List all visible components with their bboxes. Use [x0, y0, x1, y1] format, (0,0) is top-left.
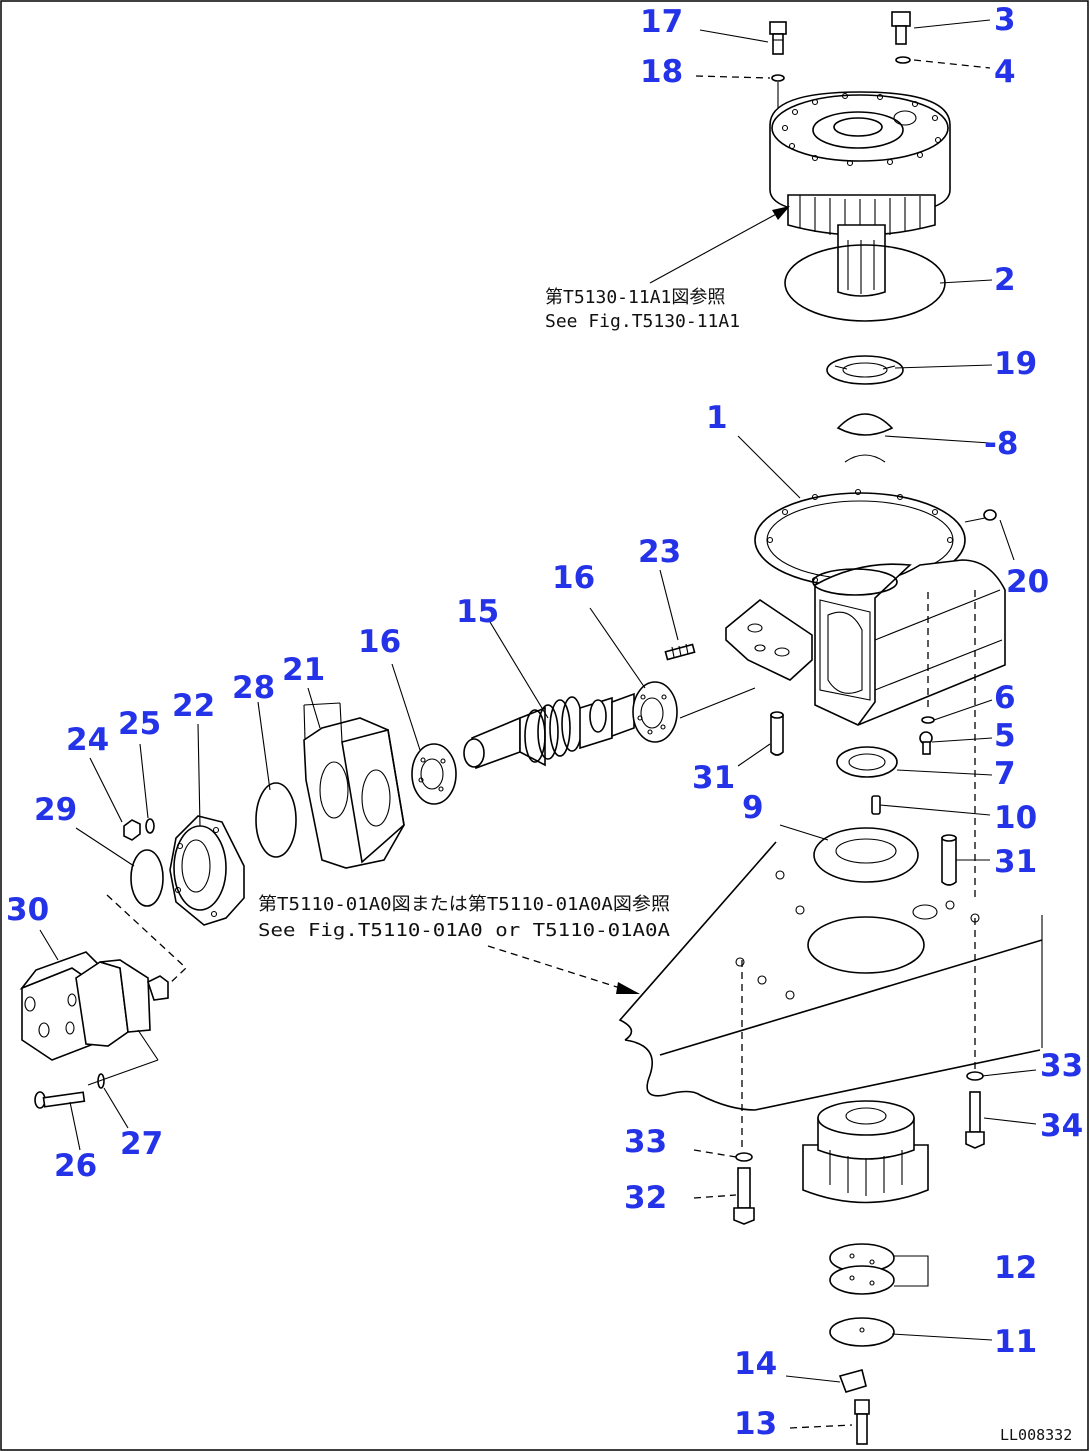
part-label-13: 13 [734, 1406, 777, 1442]
part-label-5: 5 [994, 718, 1016, 754]
washer-33b-icon [966, 1071, 984, 1081]
bolt-17-icon [769, 21, 787, 55]
bolt-26-icon [34, 1091, 86, 1109]
bolt-3-icon [891, 11, 911, 45]
washer-25-icon [145, 818, 155, 834]
screw-23-icon [664, 643, 696, 661]
part-label-22: 22 [172, 688, 215, 724]
bearing-16-right-icon [632, 681, 678, 743]
part-label-17: 17 [640, 4, 683, 40]
part-label-19: 19 [994, 346, 1037, 382]
bolt-34-icon [965, 1091, 985, 1149]
cover-8-icon [836, 413, 894, 463]
gear-case-1-icon [725, 488, 1006, 900]
ring-9-icon [813, 827, 919, 883]
flange-22-icon [169, 815, 245, 926]
lock-plate-14-icon [838, 1369, 867, 1393]
part-label-18: 18 [640, 54, 683, 90]
washer-6-icon [921, 716, 935, 724]
washer-18-icon [771, 74, 785, 82]
bolt-5-icon [919, 731, 933, 755]
part-label-4: 4 [994, 54, 1016, 90]
worm-shaft-15-icon [463, 692, 635, 770]
nut-24-icon [123, 819, 141, 841]
dowel-31b-icon [941, 834, 957, 886]
part-label-6: 6 [994, 680, 1016, 716]
hydraulic-motor-30-icon [19, 951, 169, 1061]
ref-note-mid-en: See Fig.T5110-01A0 or T5110-01A0A [258, 920, 670, 941]
part-label-23: 23 [638, 534, 681, 570]
part-label-15: 15 [456, 594, 499, 630]
part-label-33-right: 33 [1040, 1048, 1083, 1084]
part-label-31-upper: 31 [692, 760, 735, 796]
part-label-1: 1 [706, 400, 728, 436]
part-label-9: 9 [742, 790, 764, 826]
part-label-30: 30 [6, 892, 49, 928]
part-label-27: 27 [120, 1126, 163, 1162]
dowel-31a-icon [770, 711, 784, 756]
part-label-24: 24 [66, 722, 109, 758]
part-label-3: 3 [994, 2, 1016, 38]
part-label-8: -8 [984, 426, 1018, 462]
part-number-labels: 17 18 3 4 2 19 1 -8 20 23 16 15 16 21 28… [6, 2, 1083, 1442]
oring-28-icon [255, 782, 297, 858]
part-label-34: 34 [1040, 1108, 1083, 1144]
oring-29-icon [130, 849, 164, 907]
part-label-10: 10 [994, 800, 1037, 836]
washer-4-icon [895, 56, 911, 64]
drawing-code: LL008332 [1000, 1426, 1072, 1444]
shims-12-icon [829, 1243, 929, 1295]
washer-33a-icon [735, 1152, 753, 1162]
bearing-16-left-icon [411, 743, 457, 805]
part-label-32: 32 [624, 1180, 667, 1216]
ref-note-top-jp: 第T5130-11A1図参照 [545, 287, 725, 308]
seal-7-icon [836, 746, 898, 778]
part-label-7: 7 [994, 756, 1016, 792]
part-label-2: 2 [994, 262, 1016, 298]
part-label-25: 25 [118, 706, 161, 742]
leader-lines [39, 19, 1037, 1429]
gasket-21-icon [303, 702, 405, 869]
part-label-20: 20 [1006, 564, 1049, 600]
bolt-13-icon [854, 1399, 870, 1445]
part-label-21: 21 [282, 652, 325, 688]
part-label-12: 12 [994, 1250, 1037, 1286]
cover-11-icon [829, 1317, 895, 1347]
part-label-11: 11 [994, 1324, 1037, 1360]
part-label-16-left: 16 [358, 624, 401, 660]
part-label-28: 28 [232, 670, 275, 706]
part-label-16-right: 16 [552, 560, 595, 596]
pinion-cover-assembly-icon [802, 1100, 929, 1204]
part-label-14: 14 [734, 1346, 777, 1382]
part-label-31-lower: 31 [994, 844, 1037, 880]
bolt-32-icon [733, 1167, 755, 1225]
revolving-frame-icon [618, 841, 1043, 1111]
seal-19-icon [826, 355, 904, 385]
ref-note-top-en: See Fig.T5130-11A1 [545, 311, 740, 332]
ref-note-mid-jp: 第T5110-01A0図または第T5110-01A0A図参照 [258, 894, 670, 915]
part-label-26: 26 [54, 1148, 97, 1184]
swing-machinery-assembly [649, 11, 951, 322]
pin-10-icon [871, 795, 881, 815]
part-label-29: 29 [34, 792, 77, 828]
part-label-33-left: 33 [624, 1124, 667, 1160]
